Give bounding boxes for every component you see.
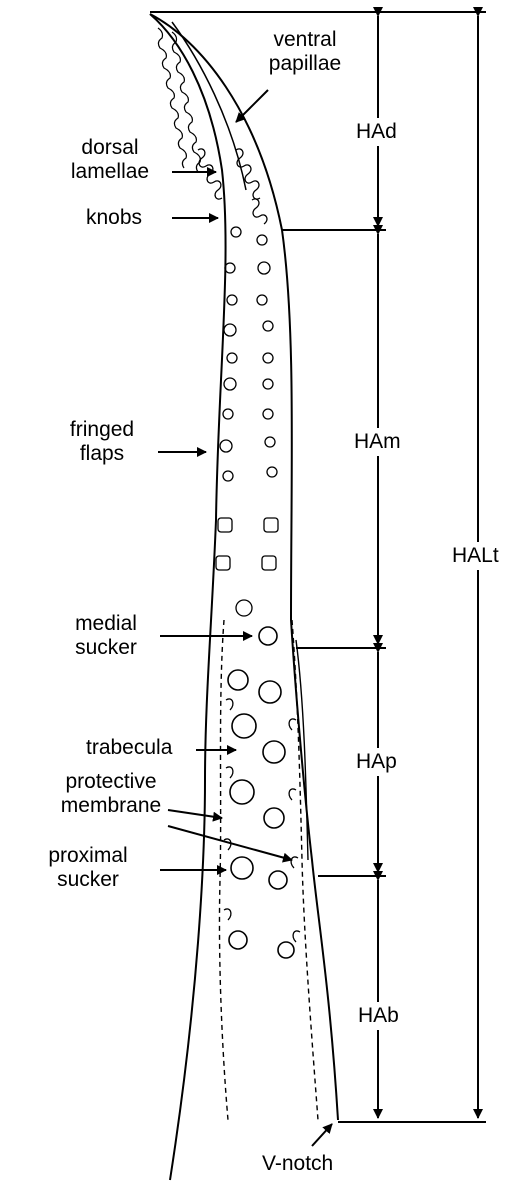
label-trabecula: trabecula xyxy=(86,736,172,760)
pointer-arrows xyxy=(158,90,332,1146)
label-had: HAd xyxy=(354,118,399,146)
label-ventral-papillae: ventral papillae xyxy=(250,28,360,76)
measurement-lines xyxy=(150,12,486,1122)
arrow-membrane-1 xyxy=(168,810,222,818)
label-ham: HAm xyxy=(352,428,403,456)
protective-membrane-edge xyxy=(296,640,308,860)
arrow-membrane-2 xyxy=(168,826,292,860)
dorsal-lamellae xyxy=(198,149,267,224)
medial-sucker xyxy=(259,627,277,645)
label-protective-membrane: protective membrane xyxy=(56,770,166,818)
label-hap: HAp xyxy=(354,748,399,776)
label-halt: HALt xyxy=(450,542,501,570)
membrane-right-line xyxy=(292,620,318,1120)
proximal-sucker xyxy=(231,857,253,879)
arrow-ventral-papillae xyxy=(236,90,268,122)
label-medial-sucker: medial sucker xyxy=(56,612,156,660)
arm-left-edge xyxy=(150,14,226,1180)
label-dorsal-lamellae: dorsal lamellae xyxy=(50,136,170,184)
label-hab: HAb xyxy=(356,1002,401,1030)
label-proximal-sucker: proximal sucker xyxy=(28,844,148,892)
suckers xyxy=(228,627,294,958)
label-fringed-flaps: fringed flaps xyxy=(52,418,152,466)
arrow-v-notch xyxy=(312,1124,332,1146)
arm-outline xyxy=(150,14,338,1180)
label-v-notch: V-notch xyxy=(262,1152,333,1176)
label-knobs: knobs xyxy=(86,206,142,230)
